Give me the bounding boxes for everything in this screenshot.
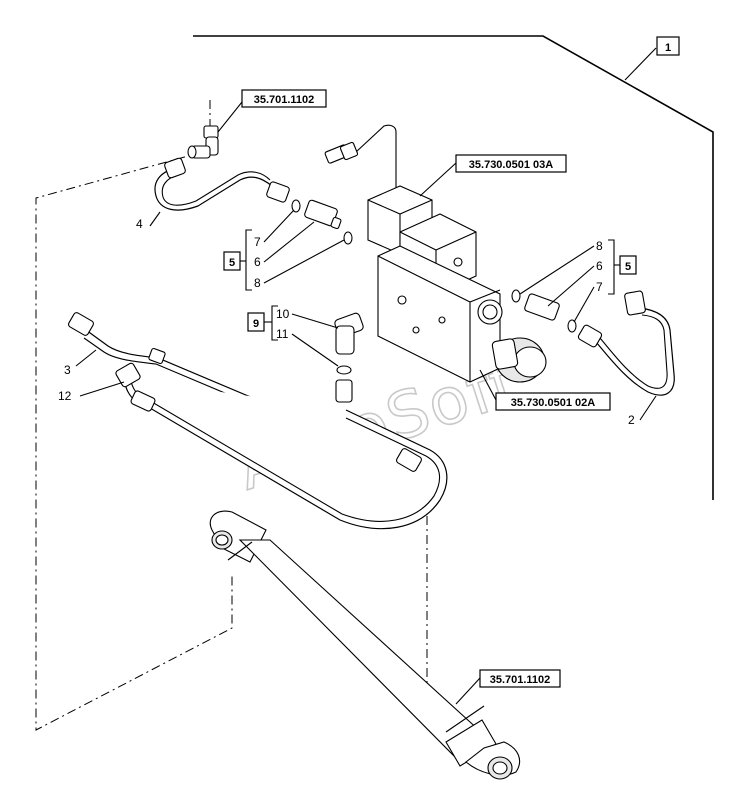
fitting-group-right	[511, 289, 577, 333]
bracket-5-left: 7 6 8 5	[223, 209, 345, 291]
callout-7-right: 7	[596, 280, 603, 294]
callout-6-right: 6	[596, 259, 603, 273]
callout-4: 4	[136, 217, 143, 231]
group-1-label: 1	[665, 42, 671, 54]
callout-11: 11	[276, 327, 289, 341]
ref-valve-lower-label: 35.730.0501 02A	[511, 397, 595, 409]
group-5-right-label: 5	[625, 261, 631, 273]
callout-8-left: 8	[254, 276, 261, 290]
bracket-9: 10 11 9	[247, 305, 339, 367]
pipe-2: 2	[577, 290, 675, 427]
ref-valve-upper-callout: 35.730.0501 03A	[419, 154, 567, 197]
callout-6-left: 6	[254, 255, 261, 269]
ref-valve-upper-label: 35.730.0501 03A	[469, 159, 553, 171]
ref-cylinder-label: 35.701.1102	[490, 674, 551, 686]
pipe-12: 12	[58, 362, 448, 530]
ref-top-callout: 35.701.1102	[217, 89, 327, 133]
hydraulic-cylinder	[209, 510, 521, 780]
valve-block	[324, 124, 547, 383]
elbow-fitting-9	[334, 312, 364, 403]
group-9-label: 9	[253, 318, 259, 330]
ref-valve-lower-callout: 35.730.0501 02A	[479, 369, 611, 411]
callout-10: 10	[276, 307, 290, 321]
pipe-4: 4	[136, 157, 290, 231]
fitting-group-left	[291, 199, 353, 245]
callout-3: 3	[64, 363, 71, 377]
callout-2: 2	[628, 413, 635, 427]
ref-cylinder-callout: 35.701.1102	[455, 669, 561, 705]
bracket-5-right: 8 6 7 5	[519, 239, 637, 323]
group-1-frame: 1	[193, 35, 714, 500]
callout-8-right: 8	[596, 239, 603, 253]
group-5-left-label: 5	[229, 257, 235, 269]
ref-top-label: 35.701.1102	[254, 94, 315, 106]
callout-12: 12	[58, 389, 72, 403]
callout-7-left: 7	[254, 235, 261, 249]
elbow-fitting-top	[187, 125, 219, 159]
